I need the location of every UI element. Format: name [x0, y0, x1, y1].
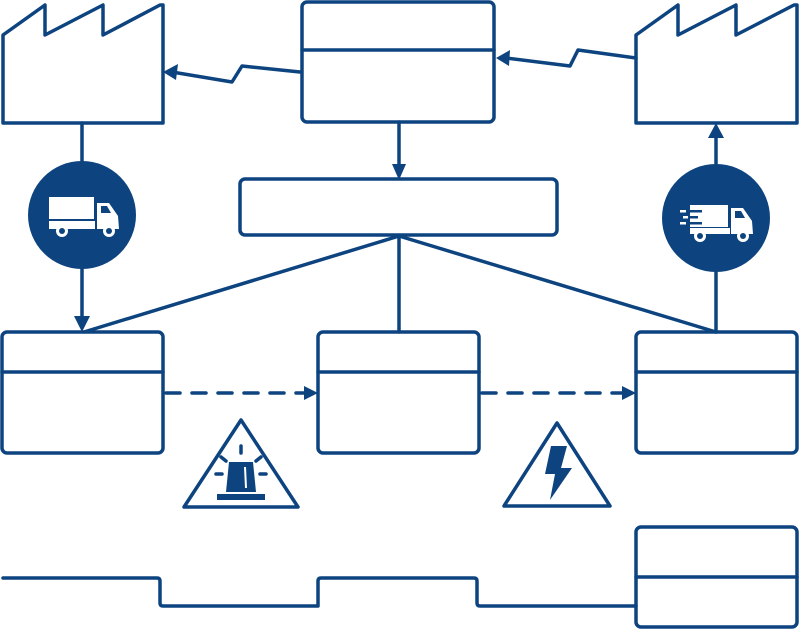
info-line-left: [82, 234, 401, 334]
truck-icon: [28, 161, 136, 269]
timeline: [1, 576, 638, 608]
arrowhead: [708, 123, 724, 138]
process-box-3: [634, 330, 799, 455]
info-line-right: [397, 234, 718, 334]
supplier-factory-icon: [1, 3, 165, 125]
electronic-info-arrow-from-customer: [504, 48, 638, 68]
customer-factory-icon: [634, 3, 799, 125]
warning-light-icon: [182, 418, 300, 509]
electronic-info-arrow-to-supplier: [170, 64, 302, 84]
production-control-box: [300, 0, 496, 124]
lightning-icon: [502, 421, 612, 508]
process-box-2: [316, 330, 481, 455]
arrowhead: [622, 386, 636, 400]
schedule-box: [238, 177, 559, 237]
arrowhead: [496, 50, 510, 66]
express-truck-icon: [662, 164, 770, 272]
arrowhead: [392, 164, 406, 180]
arrowhead: [163, 64, 178, 80]
process-box-1: [0, 330, 165, 455]
lead-time-box: [634, 525, 799, 629]
arrowhead: [304, 386, 318, 400]
arrowhead: [74, 316, 90, 332]
